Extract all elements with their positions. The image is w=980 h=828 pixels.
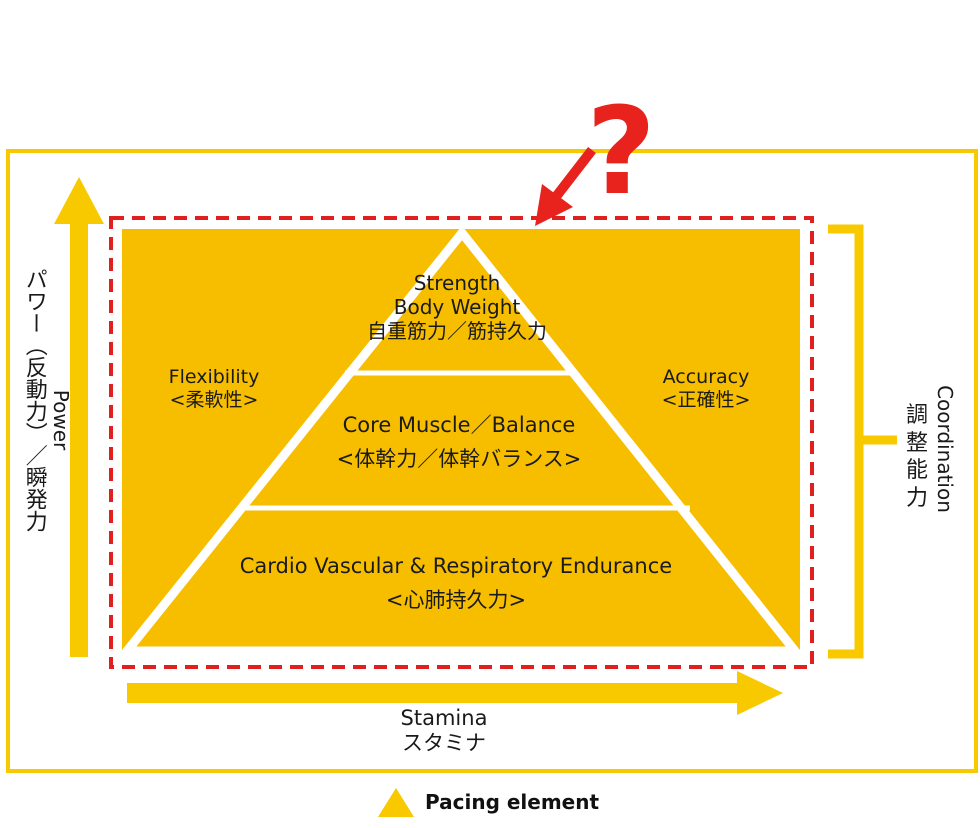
stamina-jp: スタミナ (402, 731, 486, 756)
middle-tier-line2: <体幹力／体幹バランス> (336, 447, 582, 472)
pointer-arrow-shaft (551, 146, 596, 202)
top-tier-line1: Strength (413, 271, 501, 295)
coordination-bracket (828, 224, 897, 659)
pyramid-background (122, 229, 800, 653)
legend: Pacing element (377, 784, 599, 820)
coordination-label-jp: 調 整 能 力 (903, 402, 931, 512)
power-arrow-head (54, 177, 104, 224)
bottom-tier-line2: <心肺持久力> (385, 588, 527, 613)
power-arrow-shaft (70, 220, 88, 657)
flexibility-label: Flexibility <柔軟性> (149, 366, 279, 412)
stamina-arrow-shaft (127, 683, 747, 703)
pointer-arrow-head (535, 184, 573, 226)
accuracy-en: Accuracy (662, 366, 750, 388)
coordination-jp-1: 調 (905, 403, 928, 428)
bottom-tier-label: Cardio Vascular & Respiratory Endurance … (206, 554, 706, 613)
coordination-jp-4: 力 (905, 485, 928, 511)
middle-tier-label: Core Muscle／Balance <体幹力／体幹バランス> (309, 413, 609, 472)
top-tier-line2: Body Weight (393, 295, 521, 319)
accuracy-label: Accuracy <正確性> (641, 366, 771, 412)
stamina-arrow-head (737, 671, 783, 715)
coordination-jp-3: 能 (905, 458, 928, 483)
triangle-icon (378, 788, 414, 817)
power-jp-4: ／瞬 (21, 444, 47, 488)
flexibility-en: Flexibility (168, 366, 260, 388)
pyramid-outline (117, 225, 805, 656)
power-label-jp: パワー （反 動力） ／瞬 発力 (20, 268, 48, 532)
power-label-en: Power (49, 389, 73, 451)
power-jp-2: （反 (21, 334, 47, 378)
middle-tier-line1: Core Muscle／Balance (342, 413, 576, 437)
question-mark: ? (586, 83, 656, 222)
pacing-boundary-dashed (109, 216, 814, 669)
stamina-en: Stamina (400, 706, 488, 730)
power-jp-1: パワー (21, 268, 47, 334)
power-jp-5: 発力 (21, 488, 47, 532)
coordination-jp-2: 整 (905, 430, 928, 456)
legend-label: Pacing element (425, 790, 600, 814)
bottom-tier-line1: Cardio Vascular & Respiratory Endurance (239, 554, 673, 578)
stamina-label: Stamina スタミナ (364, 706, 524, 756)
outer-frame (6, 149, 978, 773)
accuracy-jp: <正確性> (661, 388, 751, 411)
top-tier-line3: 自重筋力／筋持久力 (367, 319, 547, 343)
power-jp-3: 動力） (21, 378, 47, 444)
top-tier-label: Strength Body Weight 自重筋力／筋持久力 (357, 271, 557, 343)
flexibility-jp: <柔軟性> (169, 388, 259, 411)
coordination-label-en: Coordination (933, 385, 957, 513)
